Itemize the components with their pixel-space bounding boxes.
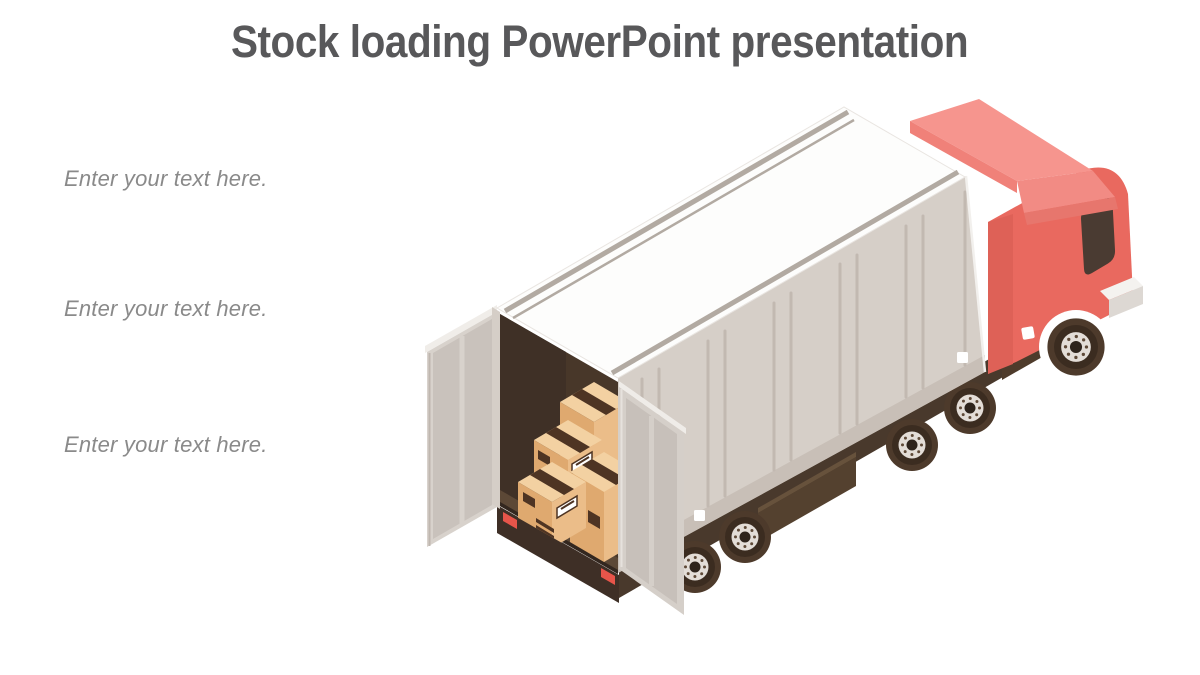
slide-title-text: Stock loading PowerPoint presentation xyxy=(231,16,969,67)
roof-stripes xyxy=(503,109,960,376)
cab xyxy=(910,99,1143,384)
cab-step xyxy=(1100,277,1143,318)
trailer-side-shade xyxy=(618,355,985,573)
cab-door-handle xyxy=(1021,326,1035,340)
trailer-front-edge xyxy=(964,175,987,373)
trailer-right-door xyxy=(619,381,686,615)
cab-window xyxy=(1080,197,1116,275)
cargo-boxes xyxy=(518,382,618,562)
trailer-interior xyxy=(492,307,618,574)
taillight-right xyxy=(601,568,615,585)
text-placeholder-1[interactable]: Enter your text here. xyxy=(64,166,268,191)
cab-back-shade xyxy=(988,214,1013,374)
text-placeholder-3[interactable]: Enter your text here. xyxy=(64,432,268,457)
side-reflector-rear xyxy=(694,510,705,521)
trailer-left-door xyxy=(425,305,497,547)
trailer-side-panel xyxy=(618,176,985,573)
trailer-roof xyxy=(496,106,966,379)
slide-title: Stock loading PowerPoint presentation xyxy=(0,16,1200,68)
opening-left-frame xyxy=(492,307,500,509)
rear-bumper xyxy=(497,505,619,603)
text-placeholder-2[interactable]: Enter your text here. xyxy=(64,296,268,321)
side-reflector-front xyxy=(957,352,968,363)
trailer-body xyxy=(496,106,987,573)
cab-wheel xyxy=(1045,316,1107,378)
taillight-left xyxy=(503,512,517,529)
wind-deflector xyxy=(910,99,1118,225)
